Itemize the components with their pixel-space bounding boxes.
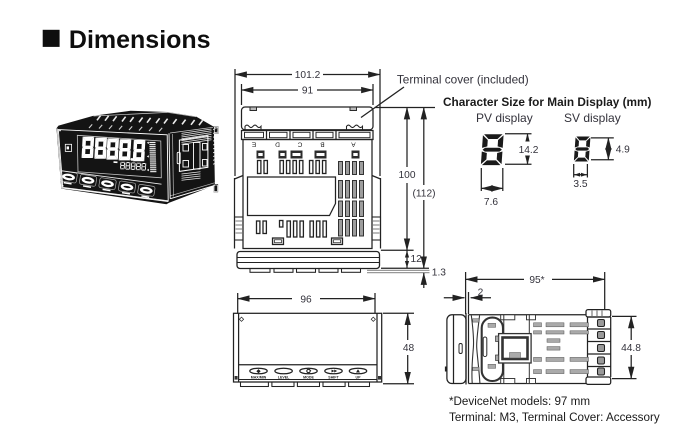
- svg-text:101.2: 101.2: [295, 70, 321, 81]
- svg-text:95*: 95*: [529, 275, 544, 286]
- svg-text:91: 91: [302, 86, 314, 97]
- svg-text:44.8: 44.8: [621, 343, 641, 354]
- svg-text:MODE: MODE: [303, 375, 314, 379]
- svg-text:12: 12: [411, 254, 423, 265]
- svg-text:C: C: [297, 140, 302, 147]
- svg-text:96: 96: [300, 294, 312, 305]
- svg-text:7.6: 7.6: [484, 197, 498, 208]
- svg-text:4.9: 4.9: [616, 145, 630, 156]
- svg-text:MAX/MIN: MAX/MIN: [251, 375, 267, 379]
- svg-text:2: 2: [478, 287, 484, 298]
- svg-text:*DeviceNet models: 97 mm: *DeviceNet models: 97 mm: [449, 395, 590, 408]
- svg-text:14.2: 14.2: [519, 145, 539, 156]
- svg-text:B: B: [320, 140, 324, 147]
- svg-text:48: 48: [403, 343, 415, 354]
- svg-text:UP: UP: [356, 375, 362, 379]
- svg-text:1.3: 1.3: [432, 268, 446, 279]
- svg-text:A: A: [351, 140, 356, 147]
- svg-text:Terminal cover (included): Terminal cover (included): [397, 73, 529, 87]
- svg-text:100: 100: [399, 170, 416, 181]
- svg-text:Terminal: M3, Terminal Cover:: Terminal: M3, Terminal Cover: Accessory: [449, 411, 660, 424]
- svg-text:(112): (112): [412, 188, 435, 199]
- svg-text:3.5: 3.5: [573, 179, 587, 190]
- svg-text:Character Size for Main Displa: Character Size for Main Display (mm): [443, 95, 652, 109]
- svg-text:Dimensions: Dimensions: [69, 26, 211, 54]
- svg-text:PV display: PV display: [476, 111, 533, 125]
- svg-text:LEVEL: LEVEL: [278, 375, 290, 379]
- svg-text:SV display: SV display: [564, 111, 621, 125]
- svg-text:D: D: [275, 140, 280, 147]
- svg-text:E: E: [251, 140, 256, 147]
- svg-text:SHIFT: SHIFT: [328, 375, 339, 379]
